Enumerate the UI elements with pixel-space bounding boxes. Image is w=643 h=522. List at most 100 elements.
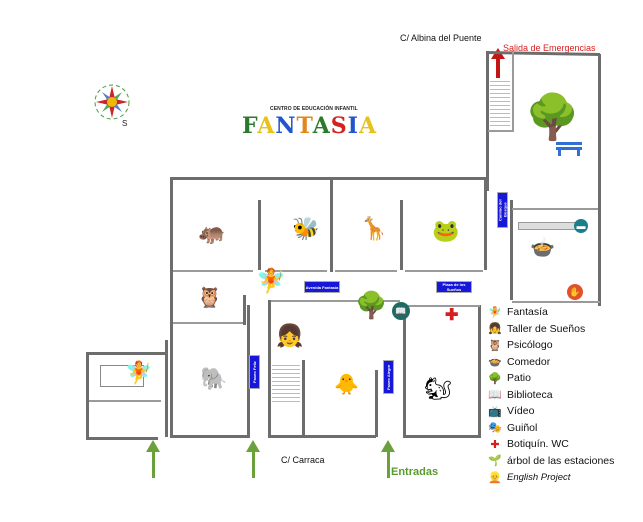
- legend-item: 🧚 Fantasía: [488, 304, 638, 321]
- legend-label: English Project: [507, 471, 571, 483]
- sign-paseo-alegre: Paseo Alegre: [383, 360, 394, 394]
- giraffe-room-icon[interactable]: 🦒: [360, 216, 388, 241]
- fairy-icon: 🧚: [488, 306, 502, 319]
- wall: [478, 305, 481, 437]
- wall: [330, 180, 333, 272]
- wall: [86, 352, 89, 439]
- patio-bench-icon: [556, 138, 582, 160]
- video-icon[interactable]: ▬: [574, 219, 588, 233]
- legend-label: Guiñol: [507, 421, 538, 434]
- wall: [598, 54, 601, 306]
- legend-label: Botiquín. WC: [507, 438, 569, 451]
- brand-letter: N: [275, 113, 297, 139]
- bee-room-icon[interactable]: 🐝: [292, 216, 320, 241]
- fairy-annex-icon[interactable]: 🧚: [125, 360, 153, 385]
- legend-item: 📖Biblioteca: [488, 387, 638, 404]
- legend: 🧚Fantasía👧Taller de Sueños🦉Psicólogo🍲Com…: [488, 304, 638, 486]
- wall: [265, 270, 327, 272]
- stairs: [490, 78, 510, 128]
- wall: [403, 435, 481, 438]
- video-icon: 📺: [488, 405, 502, 418]
- legend-item: 🦉 Psicólogo: [488, 337, 638, 354]
- emergency-exit-label: Salida de Emergencias: [503, 43, 596, 53]
- emergency-exit-arrow-icon: [491, 48, 505, 84]
- wall: [170, 177, 486, 180]
- sign-avenida-fantasia: Avenida Fantasía: [304, 281, 340, 293]
- legend-item: 🌱árbol de las estaciones: [488, 453, 638, 470]
- wall: [170, 177, 173, 437]
- wall: [86, 437, 158, 440]
- first-aid-icon: ✚: [490, 438, 500, 451]
- sign-plaza-suenos: Plaza de los Sueños: [436, 281, 472, 293]
- svg-text:S: S: [122, 119, 127, 128]
- owl-psychologist-icon[interactable]: 🦉: [197, 287, 222, 309]
- school-brand-logo: FANTASIA: [242, 113, 377, 139]
- frog-room-icon[interactable]: 🐸: [432, 218, 460, 243]
- wall: [268, 435, 376, 438]
- puppet-icon: 🎭: [488, 422, 502, 435]
- patio-tree-icon[interactable]: 🌳: [525, 93, 580, 142]
- sign-paseo-feliz: Paseo Feliz: [249, 355, 260, 389]
- wall: [405, 305, 480, 307]
- wall: [165, 340, 168, 437]
- owl-icon: 🦉: [488, 339, 502, 352]
- wall: [86, 352, 166, 355]
- wall: [247, 305, 250, 437]
- legend-label: árbol de las estaciones: [507, 454, 615, 467]
- brand-letter: S: [330, 113, 348, 139]
- tree-icon: 🌳: [488, 372, 502, 385]
- wall: [512, 301, 600, 303]
- puppet-guinol-icon[interactable]: ✋: [567, 284, 583, 300]
- wall: [512, 51, 514, 131]
- wall: [510, 200, 513, 300]
- wall: [400, 200, 403, 270]
- school-subtitle: CENTRO DE EDUCACIÓN INFANTIL: [270, 106, 358, 112]
- wall: [173, 322, 245, 324]
- wall: [512, 208, 598, 210]
- wall: [486, 51, 489, 191]
- brand-letter: T: [296, 113, 313, 139]
- legend-item: 👱English Project: [488, 469, 638, 486]
- legend-label: Biblioteca: [507, 388, 553, 401]
- wall: [258, 200, 261, 270]
- brand-letter: I: [347, 113, 359, 139]
- chef-comedor-icon[interactable]: 🍲: [530, 237, 555, 259]
- girl-icon: 👧: [488, 323, 502, 336]
- stairs: [272, 362, 300, 402]
- wall: [302, 360, 305, 437]
- seasons-tree-icon[interactable]: 🌳: [355, 290, 388, 320]
- girl-taller-icon[interactable]: 👧: [276, 323, 304, 348]
- first-aid-icon[interactable]: ✚: [445, 307, 459, 324]
- wall: [270, 300, 400, 302]
- wall: [173, 270, 253, 272]
- west-annex-furniture: [100, 365, 144, 387]
- legend-label: Vídeo: [507, 405, 535, 418]
- wall: [243, 295, 246, 325]
- legend-item: ✚ Botiquín. WC: [488, 436, 638, 453]
- brand-letter: F: [242, 113, 258, 139]
- sign-camino-bosque: Camino del Bosque: [497, 192, 508, 228]
- chick-room-icon[interactable]: 🐥: [334, 374, 359, 396]
- legend-item: 🌳 Patio: [488, 370, 638, 387]
- fairy-fantasia-icon[interactable]: 🧚: [256, 268, 286, 295]
- legend-item: 📺 Vídeo: [488, 403, 638, 420]
- legend-item: 👧Taller de Sueños: [488, 321, 638, 338]
- street-north-label: C/ Albina del Puente: [400, 33, 482, 43]
- wall: [375, 370, 378, 437]
- wall: [484, 180, 487, 270]
- entrance-arrow-icon: [381, 440, 395, 478]
- squirrel-room-icon[interactable]: 🐿: [424, 376, 452, 401]
- legend-item: 🎭 Guiñol: [488, 420, 638, 437]
- legend-label: Fantasía: [507, 306, 548, 319]
- library-book-icon[interactable]: 📖: [392, 302, 410, 320]
- wall: [403, 305, 406, 437]
- street-south-label: C/ Carraca: [281, 455, 325, 465]
- wall: [405, 270, 483, 272]
- legend-label: Patio: [507, 372, 531, 385]
- legend-label: Psicólogo: [507, 339, 553, 352]
- hippo-room-icon[interactable]: 🦛: [198, 220, 226, 245]
- chef-icon: 🍲: [488, 356, 502, 369]
- entrance-arrow-icon: [246, 440, 260, 478]
- wall: [335, 270, 397, 272]
- elephant-room-icon[interactable]: 🐘: [200, 366, 228, 391]
